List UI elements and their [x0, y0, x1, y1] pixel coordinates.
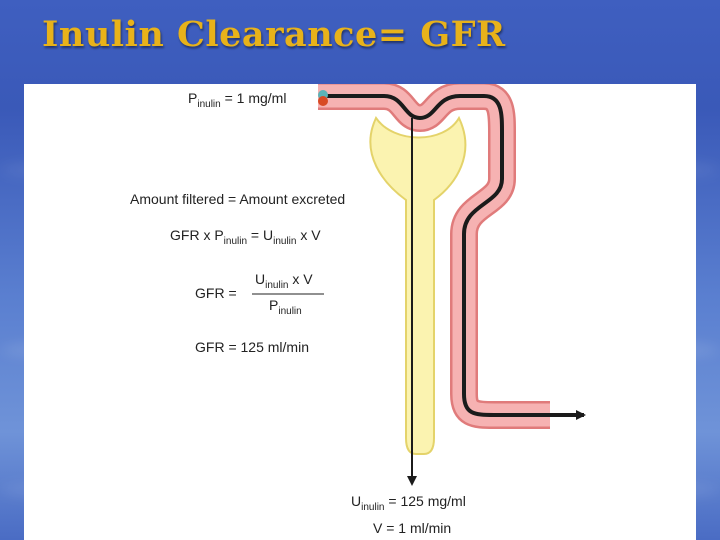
slide-title: Inulin Clearance= GFR [42, 14, 506, 55]
nephron-diagram: Pinulin = 1 mg/ml Amount filtered = Amou… [130, 84, 586, 536]
equation-gfr-lhs: GFR = [195, 285, 237, 301]
inulin-marker-red [318, 96, 328, 106]
equation-gfr-product: GFR x Pinulin = Uinulin x V [170, 227, 321, 247]
plasma-inulin-label: Pinulin = 1 mg/ml [188, 90, 286, 110]
equation-amount-balance: Amount filtered = Amount excreted [130, 191, 345, 207]
tubular-flow-arrow [326, 94, 586, 420]
equation-gfr-numerator: Uinulin x V [255, 271, 313, 291]
glomerular-capsule [369, 115, 467, 455]
figure-panel: Pinulin = 1 mg/ml Amount filtered = Amou… [24, 84, 696, 540]
equation-gfr-denominator: Pinulin [269, 297, 302, 317]
equation-gfr-result: GFR = 125 ml/min [195, 339, 309, 355]
urine-inulin-label: Uinulin = 125 mg/ml [351, 493, 466, 513]
urine-flow-label: V = 1 ml/min [373, 520, 451, 536]
